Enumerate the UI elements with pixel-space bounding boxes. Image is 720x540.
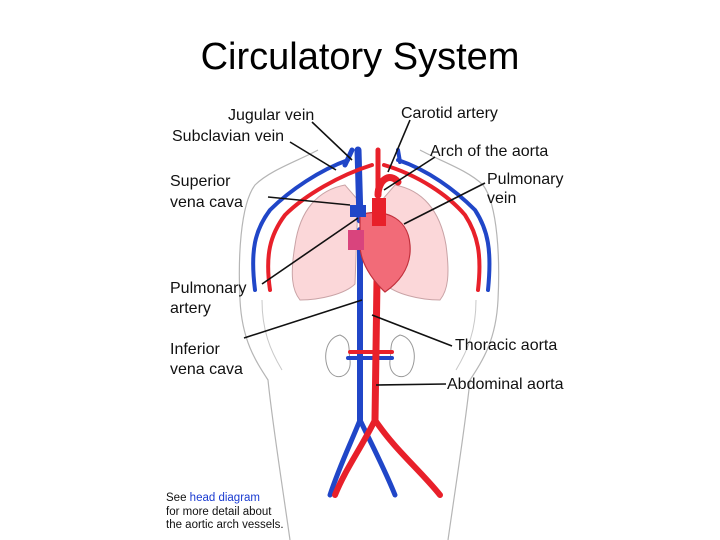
footnote: See head diagram for more detail about t… <box>166 492 284 533</box>
heart <box>359 211 411 293</box>
label-inferior-vena-cava-line1: Inferior <box>170 341 220 358</box>
footnote-prefix: See <box>166 492 190 504</box>
footnote-line2: for more detail about <box>166 505 272 518</box>
aortic-root <box>372 198 386 226</box>
label-jugular-vein: Jugular vein <box>228 107 315 124</box>
body-outline <box>238 149 319 540</box>
veins <box>251 146 492 498</box>
footnote-line3: the aortic arch vessels. <box>166 519 284 531</box>
label-carotid-artery: Carotid artery <box>401 105 498 122</box>
label-subclavian-vein: Subclavian vein <box>172 128 285 145</box>
left-kidney <box>325 334 351 378</box>
label-inferior-vena-cava-line2: vena cava <box>170 361 243 378</box>
label-superior-vena-cava-line1: Superior <box>170 173 231 190</box>
body-outline-right <box>419 149 500 540</box>
label-pulmonary-vein-line1: Pulmonary <box>487 171 564 188</box>
head-diagram-link[interactable]: head diagram <box>189 492 260 504</box>
leader-lines <box>243 119 486 386</box>
label-arch-of-aorta: Arch of the aorta <box>430 143 549 160</box>
right-kidney <box>389 334 415 378</box>
slide-title: Circulatory System <box>200 36 520 78</box>
label-abdominal-aorta: Abdominal aorta <box>447 376 564 393</box>
label-thoracic-aorta: Thoracic aorta <box>455 337 558 354</box>
label-pulmonary-artery-line2: artery <box>170 300 211 317</box>
label-pulmonary-artery-line1: Pulmonary <box>170 280 247 297</box>
pulmonary-trunk <box>350 205 366 217</box>
label-pulmonary-vein-line2: vein <box>487 190 517 207</box>
circulatory-diagram <box>238 119 500 540</box>
label-superior-vena-cava-line2: vena cava <box>170 194 243 211</box>
right-atrium <box>348 230 364 250</box>
